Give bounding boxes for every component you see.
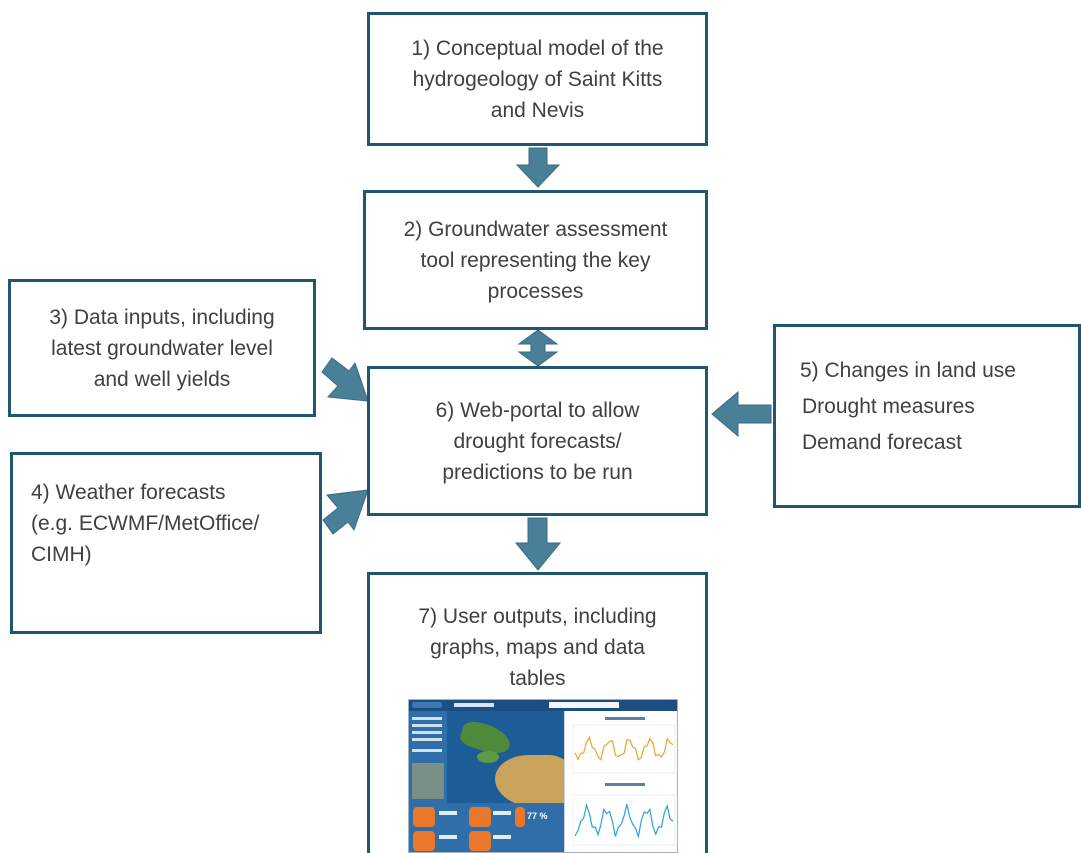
arrow-1-to-2 xyxy=(515,147,561,188)
arrow-6-to-7 xyxy=(514,517,562,571)
box-1-line-2: hydrogeology of Saint Kitts xyxy=(412,67,663,91)
box-data-inputs: 3) Data inputs, including latest groundw… xyxy=(8,279,316,417)
stat-tile-label xyxy=(439,811,457,815)
thumbnail-charts-panel xyxy=(564,711,677,852)
thumbnail-title-bar xyxy=(454,703,494,707)
box-3-line-2: latest groundwater level xyxy=(51,336,273,360)
thumbnail-sidebar-row xyxy=(412,731,442,734)
stat-tile-icon xyxy=(413,831,435,851)
stat-tile-icon xyxy=(515,807,525,827)
box-7-line-2: graphs, maps and data xyxy=(430,636,645,659)
thumbnail-header xyxy=(409,700,677,711)
box-6-line-1: 6) Web-portal to allow xyxy=(435,398,640,422)
box-7-line-1: 7) User outputs, including xyxy=(418,605,657,628)
arrow-5-to-6 xyxy=(711,390,772,438)
map-landmass xyxy=(495,755,564,803)
box-1-line-1: 1) Conceptual model of the xyxy=(411,36,664,60)
box-6-line-3: predictions to be run xyxy=(442,460,633,484)
box-4-line-1: 4) Weather forecasts xyxy=(31,481,226,504)
stat-tile-label xyxy=(439,835,457,839)
map-landmass xyxy=(477,751,499,763)
thumbnail-line-charts xyxy=(572,724,676,846)
thumbnail-sidebar-row xyxy=(412,738,442,741)
thumbnail-series-orange xyxy=(574,735,674,761)
thumbnail-series-blue xyxy=(574,803,674,839)
box-4-line-3: CIMH) xyxy=(31,543,92,566)
thumbnail-photo xyxy=(412,763,444,799)
box-2-line-1: 2) Groundwater assessment xyxy=(403,217,668,241)
box-groundwater-assessment-tool: 2) Groundwater assessment tool represent… xyxy=(363,190,708,330)
thumbnail-map xyxy=(447,711,564,803)
stat-tile-icon xyxy=(413,807,435,827)
box-3-line-1: 3) Data inputs, including xyxy=(49,305,275,329)
thumbnail-sidebar-row xyxy=(412,749,442,752)
chart-frame-top xyxy=(572,724,676,774)
box-conceptual-model: 1) Conceptual model of the hydrogeology … xyxy=(367,12,708,146)
dashboard-thumbnail: 77 % xyxy=(408,699,678,853)
arrow-3-to-6 xyxy=(321,357,369,402)
box-3-line-3: and well yields xyxy=(93,367,231,391)
box-1-line-3: and Nevis xyxy=(490,98,585,122)
arrow-2-to-6-bidirectional xyxy=(517,329,559,367)
box-2-line-3: processes xyxy=(487,279,584,303)
chart-title xyxy=(605,783,645,786)
chart-frame-bottom xyxy=(572,794,676,846)
thumbnail-sidebar xyxy=(409,711,447,803)
box-4-line-2: (e.g. ECWMF/MetOffice/ xyxy=(31,512,260,535)
box-6-line-2: drought forecasts/ xyxy=(453,429,622,453)
stat-tile-icon xyxy=(469,807,491,827)
thumbnail-stat-tiles: 77 % xyxy=(409,803,564,852)
stat-tile-label xyxy=(493,835,511,839)
box-5-line-3: Demand forecast xyxy=(802,431,962,454)
stat-percent: 77 % xyxy=(527,811,548,821)
box-2-line-2: tool representing the key xyxy=(420,248,651,272)
box-web-portal: 6) Web-portal to allow drought forecasts… xyxy=(367,366,708,516)
box-7-line-3: tables xyxy=(509,667,566,690)
thumbnail-search-bar xyxy=(549,702,619,708)
box-land-use-changes: 5) Changes in land use Drought measures … xyxy=(773,324,1081,508)
box-weather-forecasts: 4) Weather forecasts (e.g. ECWMF/MetOffi… xyxy=(10,452,322,634)
stat-tile-icon xyxy=(469,831,491,851)
thumbnail-sidebar-row xyxy=(412,717,442,720)
thumbnail-sidebar-row xyxy=(412,724,442,727)
arrow-4-to-6 xyxy=(322,489,369,535)
stat-tile-label xyxy=(493,811,511,815)
chart-title xyxy=(605,717,645,720)
box-5-line-2: Drought measures xyxy=(802,395,975,418)
box-5-line-1: 5) Changes in land use xyxy=(800,359,1016,382)
thumbnail-logo xyxy=(412,702,442,708)
